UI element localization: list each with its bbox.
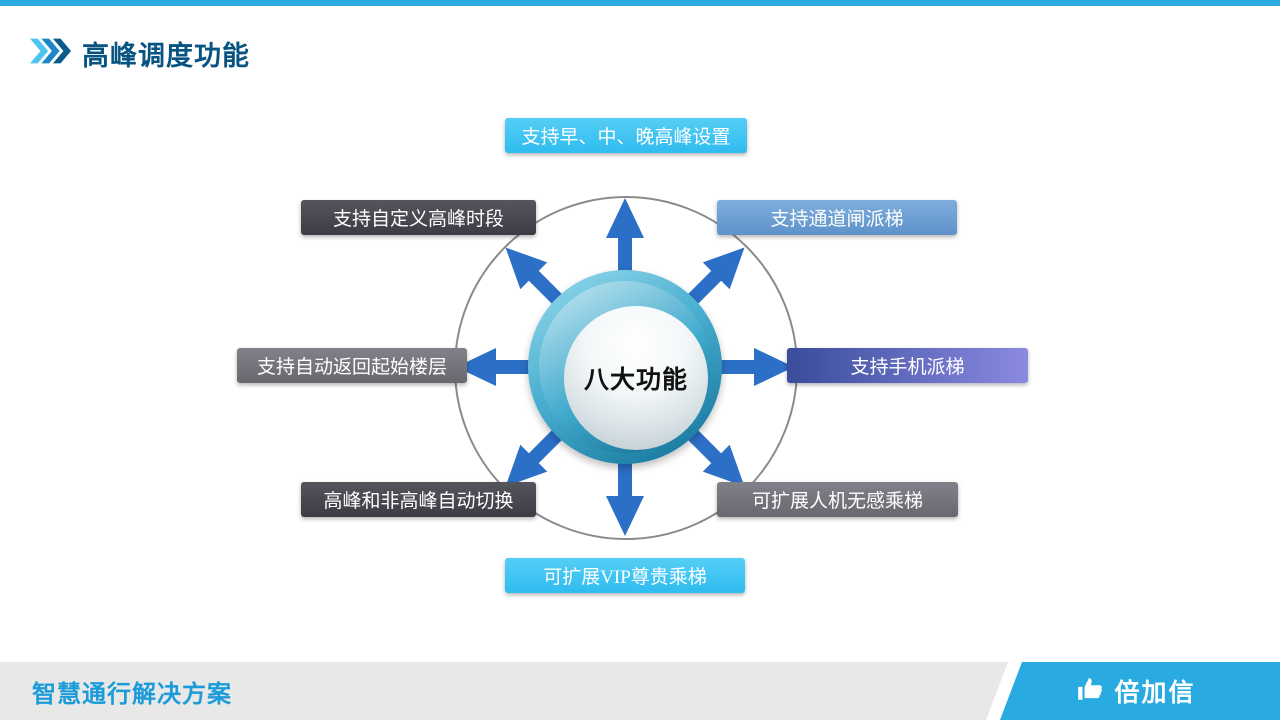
feature-label-bottom: 可扩展VIP尊贵乘梯 bbox=[505, 558, 745, 593]
top-accent-bar bbox=[0, 0, 1280, 6]
slide-header: 高峰调度功能 bbox=[30, 34, 250, 73]
feature-label-text: 高峰和非高峰自动切换 bbox=[323, 491, 514, 512]
footer-band: 智慧通行解决方案 bbox=[0, 662, 1008, 720]
center-sphere-ball: 八大功能 bbox=[564, 306, 708, 450]
center-sphere: 八大功能 bbox=[528, 270, 722, 464]
feature-label-text: 支持自定义高峰时段 bbox=[332, 209, 504, 230]
feature-label-text: 支持通道闸派梯 bbox=[770, 209, 904, 230]
page-title: 高峰调度功能 bbox=[82, 41, 250, 71]
feature-label-text: 可扩展VIP尊贵乘梯 bbox=[543, 567, 707, 588]
footer-brand-block: 倍加信 bbox=[1000, 662, 1280, 720]
brand-name: 倍加信 bbox=[1114, 679, 1196, 707]
feature-label-lower-left: 高峰和非高峰自动切换 bbox=[301, 482, 536, 517]
feature-label-text: 可扩展人机无感乘梯 bbox=[751, 491, 923, 512]
footer-solution-text: 智慧通行解决方案 bbox=[32, 680, 232, 708]
feature-label-top: 支持早、中、晚高峰设置 bbox=[505, 118, 747, 153]
feature-label-right: 支持手机派梯 bbox=[787, 348, 1028, 383]
feature-label-upper-left: 支持自定义高峰时段 bbox=[301, 200, 536, 235]
feature-label-text: 支持手机派梯 bbox=[850, 357, 965, 378]
center-label: 八大功能 bbox=[583, 367, 688, 394]
feature-label-left: 支持自动返回起始楼层 bbox=[237, 348, 467, 383]
center-sphere-inner-ring: 八大功能 bbox=[539, 281, 711, 453]
feature-label-lower-right: 可扩展人机无感乘梯 bbox=[717, 482, 958, 517]
feature-label-text: 支持早、中、晚高峰设置 bbox=[521, 127, 731, 148]
feature-label-upper-right: 支持通道闸派梯 bbox=[717, 200, 957, 235]
thumbs-up-icon bbox=[1076, 676, 1104, 707]
feature-label-text: 支持自动返回起始楼层 bbox=[256, 357, 447, 378]
triple-chevron-icon bbox=[30, 38, 72, 69]
